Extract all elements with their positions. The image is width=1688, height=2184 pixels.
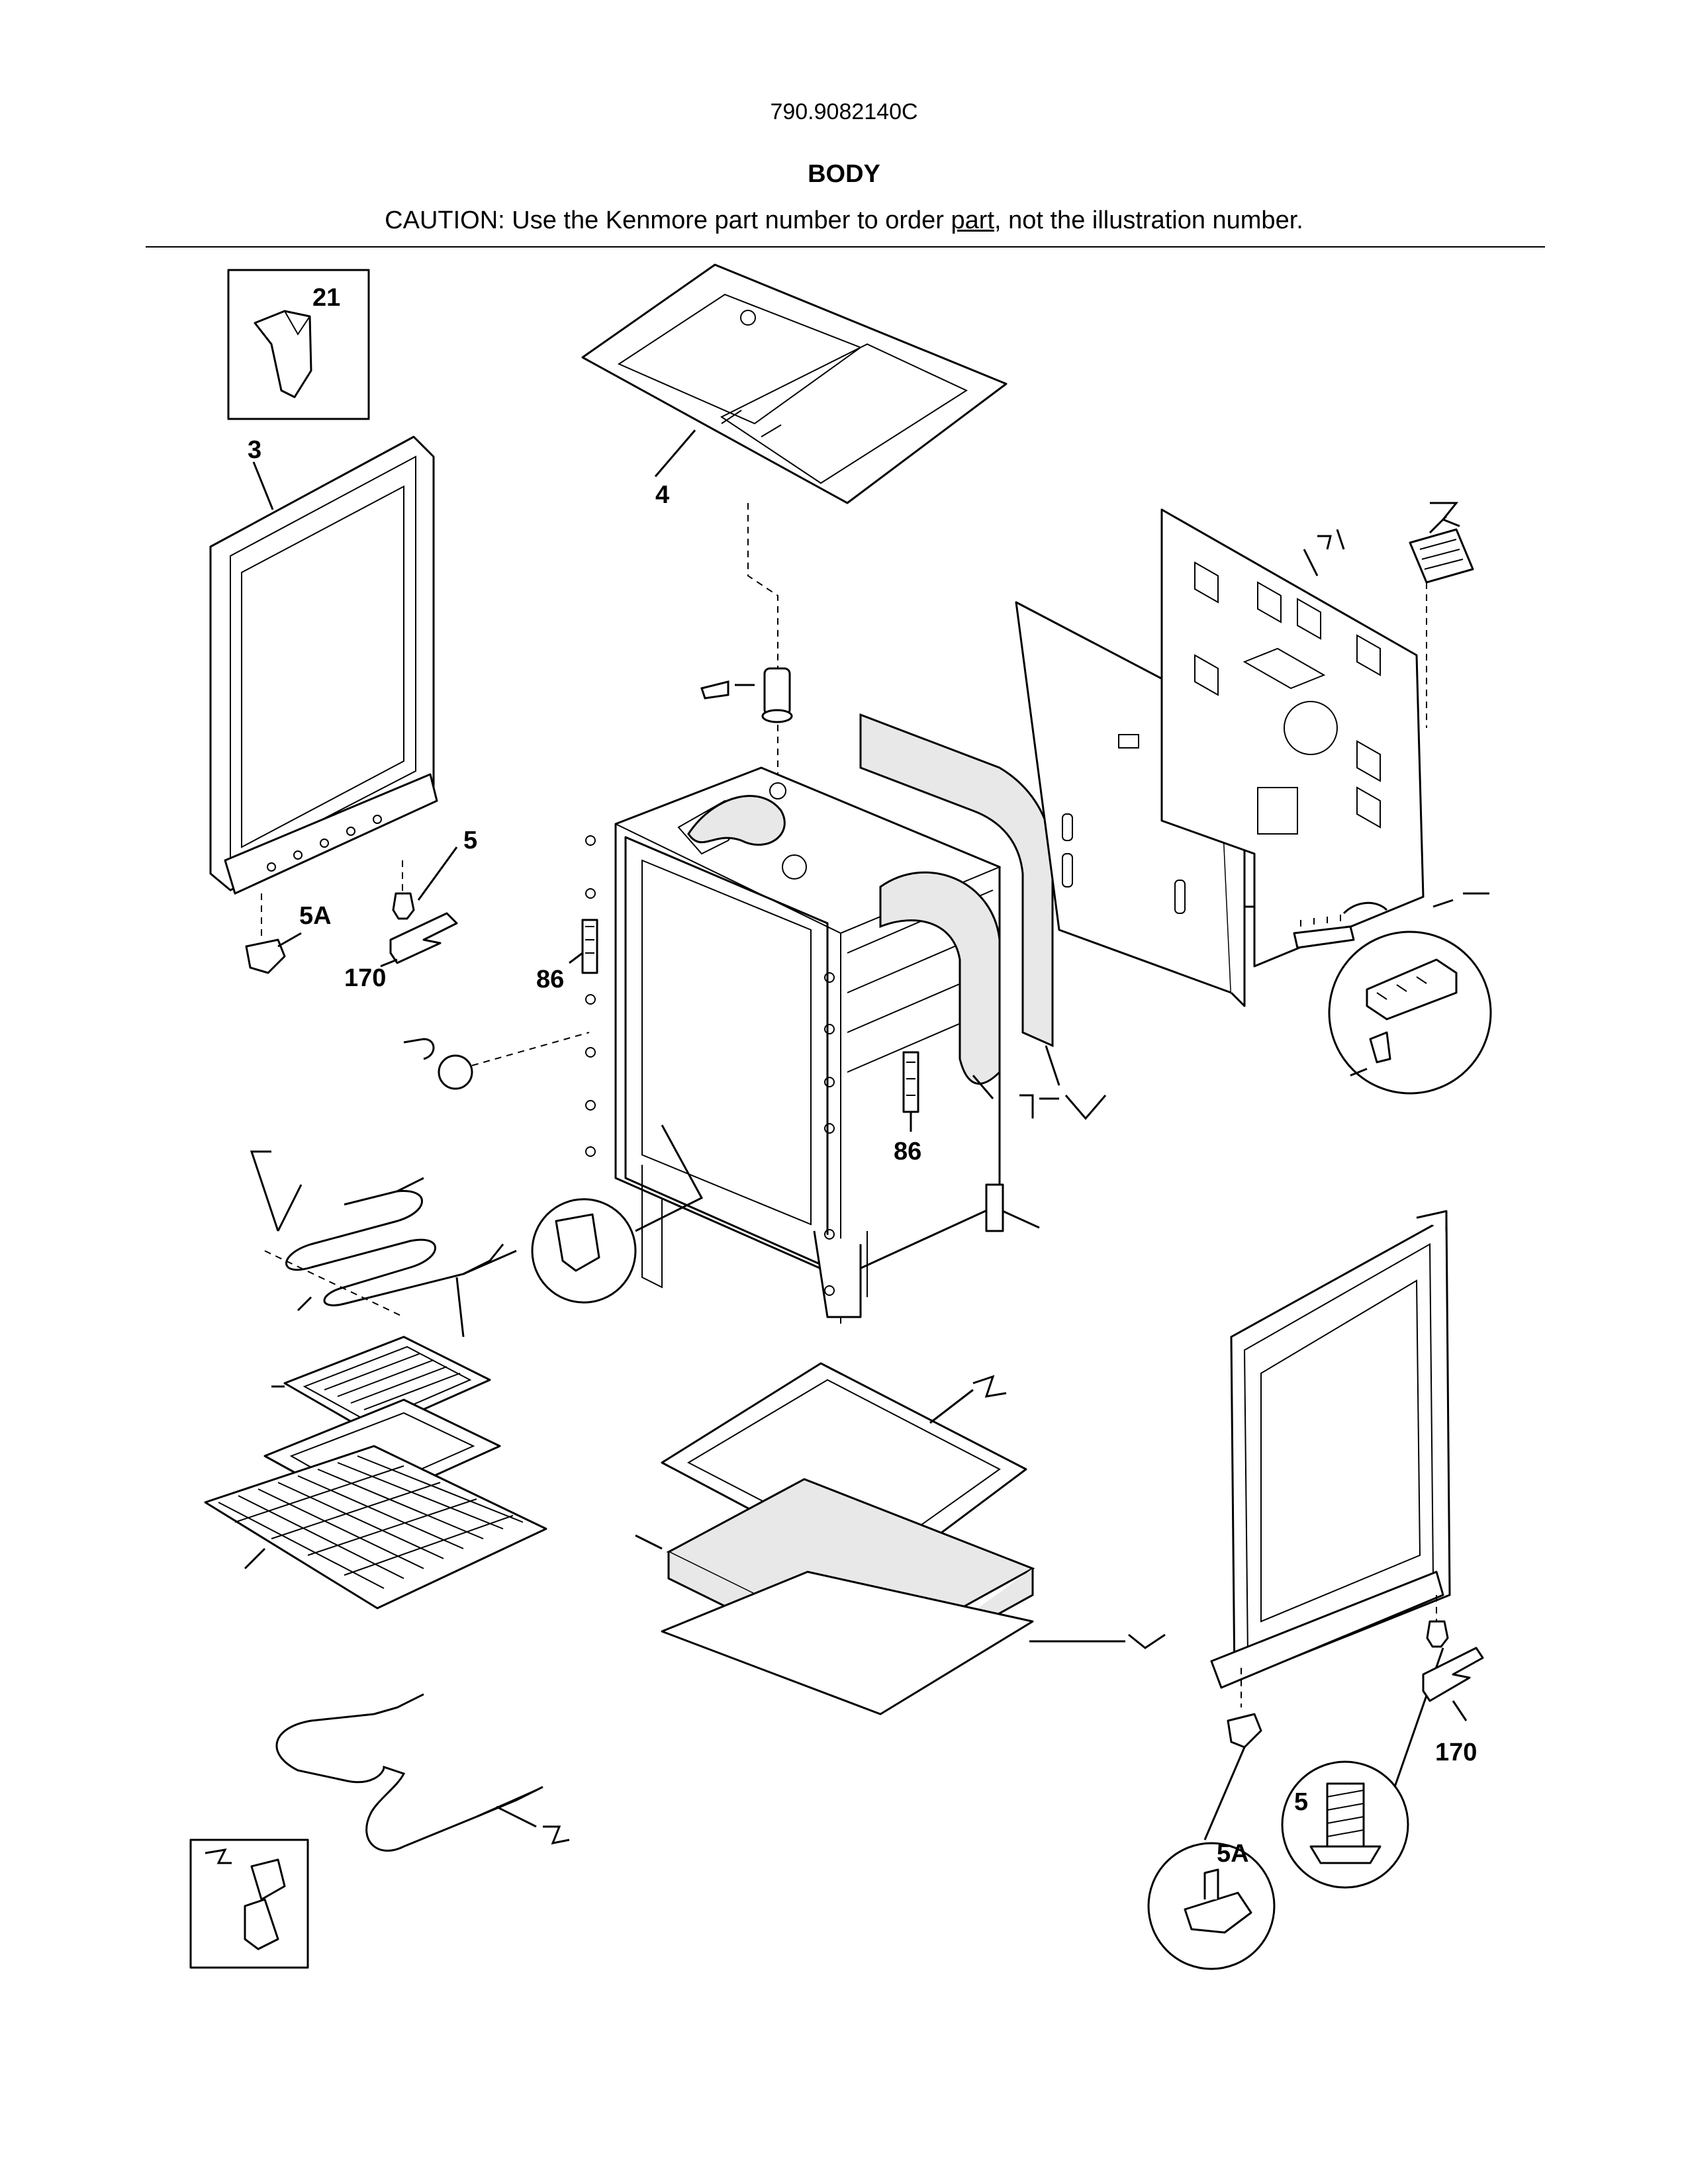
callout-5-left: 5 [463,827,477,854]
callout-21: 21 [312,284,340,312]
caution-text-prefix: CAUTION: Use the Kenmore part number to … [385,206,951,234]
left-side-panel: 3 [209,435,438,895]
right-side-panel [1210,1210,1451,1689]
callout-5a-right: 5A [1217,1840,1249,1868]
callout-86-left: 86 [536,966,564,993]
mounting-screws [585,835,835,1296]
right-hinge-receptacle: 86 [894,1051,921,1165]
callout-4: 4 [655,481,669,509]
bake-element [275,1693,570,1852]
access-cover [1409,502,1474,728]
oven-light-lens [403,1032,590,1090]
header-divider [146,246,1545,248]
inset-part-22 [531,1124,704,1304]
broil-element [250,1150,517,1338]
hinge-slot-insert [985,1183,1040,1232]
caution-text-underlined: part [951,206,994,234]
cavity-insulation [687,713,1107,1120]
caution-note: CAUTION: Use the Kenmore part number to … [0,206,1688,235]
oven-rack [204,1445,547,1610]
oven-cavity [614,766,1002,1324]
right-leg-hardware: 170 5 5A [1147,1595,1484,1970]
page-title: BODY [808,160,880,188]
inset-part-21: 21 [227,269,370,420]
left-hinge-receptacle: 86 [536,919,598,993]
left-leg-hardware: 5 5A 170 [245,827,477,992]
callout-59-art [700,667,793,781]
oven-bottom-assembly [635,1362,1166,1715]
callout-170-left: 170 [344,964,386,992]
inset-part-27 [189,1839,309,1969]
outer-back-panel [1160,508,1425,968]
model-number: 790.9082140C [770,99,918,124]
caution-text-suffix: , not the illustration number. [994,206,1303,234]
terminal-block [1293,892,1492,1095]
top-panel: 4 [581,263,1008,668]
callout-3: 3 [248,436,261,464]
callout-86-right: 86 [894,1138,921,1165]
callout-170-right: 170 [1435,1739,1477,1766]
callout-5-right: 5 [1294,1788,1308,1816]
callout-5a-left: 5A [299,902,332,930]
